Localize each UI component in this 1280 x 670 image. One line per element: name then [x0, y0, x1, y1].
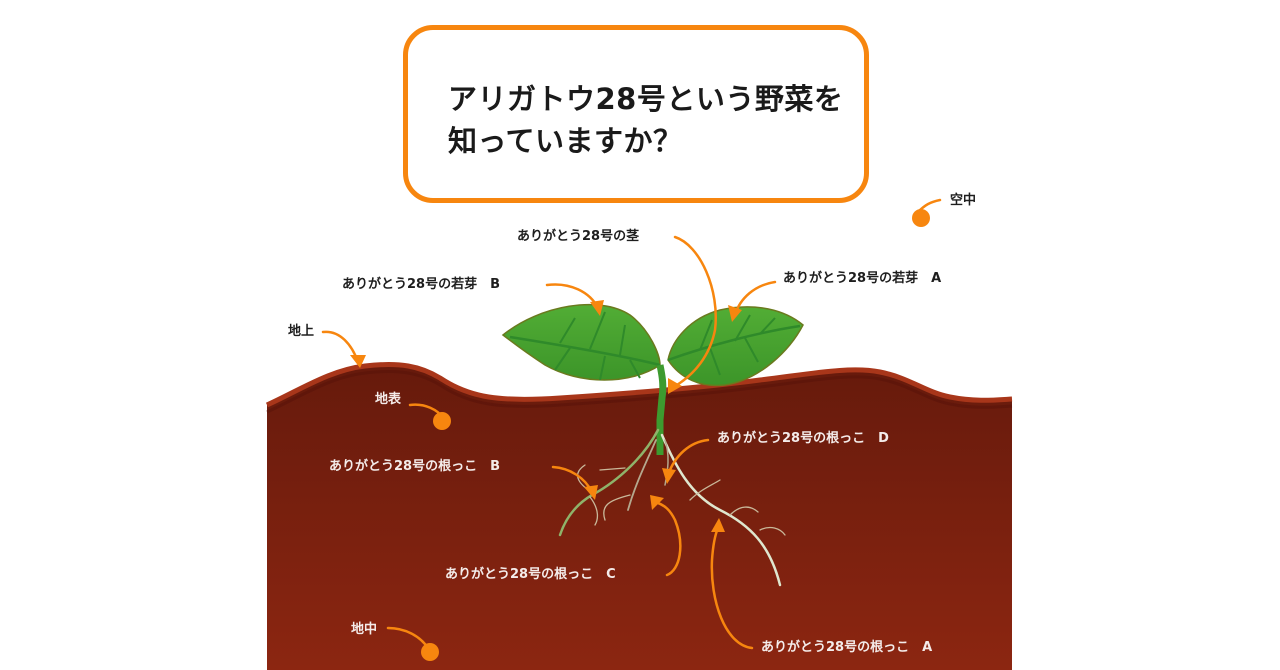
label-sprout-a: ありがとう28号の若芽 A: [783, 271, 942, 286]
label-air: 空中: [950, 193, 977, 208]
arrowhead-root-d: [662, 468, 676, 484]
label-root-c: ありがとう28号の根っこ C: [445, 567, 616, 582]
arrowhead-sprout-a: [728, 305, 742, 322]
soil: [265, 362, 1013, 670]
arrowhead-sprout-b: [590, 300, 604, 316]
arrowhead-above-ground: [350, 355, 366, 368]
arrow-heads: [350, 300, 742, 532]
root-c-arrow: [653, 500, 682, 577]
label-root-a: ありがとう28号の根っこ A: [761, 640, 933, 655]
roots: [558, 428, 786, 587]
title-box: アリガトウ28号という野菜を 知っていますか？: [403, 25, 869, 203]
label-above-ground: 地上: [288, 324, 315, 339]
title-line-1: アリガトウ28号という野菜を: [448, 82, 844, 116]
arrowhead-root-c: [650, 495, 664, 510]
label-sprout-b: ありがとう28号の若芽 B: [342, 277, 500, 292]
title-line-2: 知っていますか？: [448, 124, 683, 158]
arrowhead-stem: [668, 378, 682, 394]
stem: [656, 364, 667, 455]
root-a-arrow: [710, 526, 754, 650]
label-underground: 地中: [351, 622, 378, 637]
label-root-b: ありがとう28号の根っこ B: [329, 459, 500, 474]
underground-dot: [421, 643, 439, 661]
arrowhead-root-b: [584, 485, 598, 500]
label-surface: 地表: [375, 392, 402, 407]
sprout-leaf-a: [667, 306, 804, 387]
label-stem: ありがとう28号の茎: [517, 229, 640, 244]
label-root-d: ありがとう28号の根っこ D: [717, 431, 889, 446]
page-title: アリガトウ28号という野菜を 知っていますか？: [448, 78, 868, 162]
air-dot: [912, 209, 930, 227]
sprout-leaf-b: [501, 303, 661, 381]
surface-dot: [433, 412, 451, 430]
arrowhead-root-a: [711, 518, 725, 532]
stem-arrow: [670, 235, 718, 390]
